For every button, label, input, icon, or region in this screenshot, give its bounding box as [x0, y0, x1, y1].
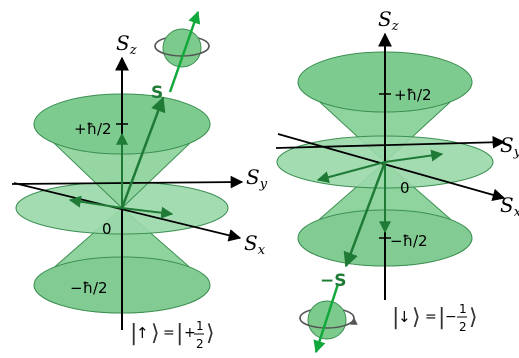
- left-sz-label: Sz: [116, 31, 137, 58]
- left-plus-label: +ħ/2: [74, 120, 112, 138]
- sx-axis: [13, 182, 242, 242]
- right-plus-label: +ħ/2: [394, 86, 432, 104]
- spin-up-sphere-axis: [168, 10, 201, 93]
- spin-vector: [120, 96, 166, 209]
- right-disk-arrow-left: [316, 161, 386, 183]
- svg-text:2: 2: [196, 337, 204, 351]
- right-ket: ↓ | ⟩ = | − 1 2 ⟩: [392, 302, 478, 334]
- svg-text:|: |: [438, 305, 445, 330]
- right-sz-label: Sz: [378, 7, 399, 34]
- right-sy-axis: [275, 136, 506, 149]
- left-minus-label: −ħ/2: [70, 279, 108, 297]
- spin-down-diagram: Sz Sy Sx −S +ħ/2 0 −ħ/2 ↓ | ⟩ = | − 1 2 …: [275, 7, 519, 354]
- svg-text:↓: ↓: [398, 308, 411, 326]
- svg-text:=: =: [425, 309, 437, 325]
- svg-text:↑: ↑: [136, 324, 149, 342]
- right-zero-label: 0: [400, 179, 410, 197]
- right-disk-arrow-right: [384, 149, 444, 163]
- disk-arrow-left: [68, 195, 123, 209]
- left-sy-label: Sy: [246, 165, 268, 192]
- svg-text:2: 2: [459, 320, 467, 334]
- svg-text:|: |: [392, 305, 399, 330]
- right-minus-label: −ħ/2: [390, 232, 428, 250]
- svg-text:1: 1: [459, 302, 467, 316]
- left-ket: ↑ | ⟩ = | + 1 2 ⟩: [130, 319, 215, 351]
- svg-text:⟩: ⟩: [412, 305, 421, 330]
- left-sx-label: Sx: [244, 231, 266, 258]
- right-sx-label: Sx: [500, 193, 519, 220]
- svg-text:⟩: ⟩: [151, 321, 160, 346]
- left-vector-label: S: [151, 83, 163, 103]
- spin-down-sphere-axis: [313, 283, 340, 354]
- svg-text:1: 1: [196, 319, 204, 333]
- svg-text:|: |: [130, 321, 137, 346]
- right-vector-label: −S: [320, 271, 347, 291]
- svg-text:|: |: [176, 321, 183, 346]
- spin-up-sphere: [154, 10, 210, 93]
- left-zero-label: 0: [102, 220, 112, 238]
- disk-arrow-right: [121, 206, 174, 219]
- right-sx-axis: [277, 133, 506, 201]
- svg-text:−: −: [445, 309, 457, 325]
- svg-text:⟩: ⟩: [469, 305, 478, 330]
- sy-axis: [11, 175, 244, 189]
- right-sy-label: Sy: [500, 133, 519, 160]
- svg-text:+: +: [184, 325, 196, 341]
- right-spin-vector: [343, 161, 387, 268]
- spin-up-diagram: Sz Sy Sx S +ħ/2 0 −ħ/2 ↑ | ⟩ = | + 1 2 ⟩: [11, 10, 268, 351]
- spin-down-sphere: [299, 283, 358, 354]
- svg-text:⟩: ⟩: [206, 321, 215, 346]
- svg-text:=: =: [163, 325, 175, 341]
